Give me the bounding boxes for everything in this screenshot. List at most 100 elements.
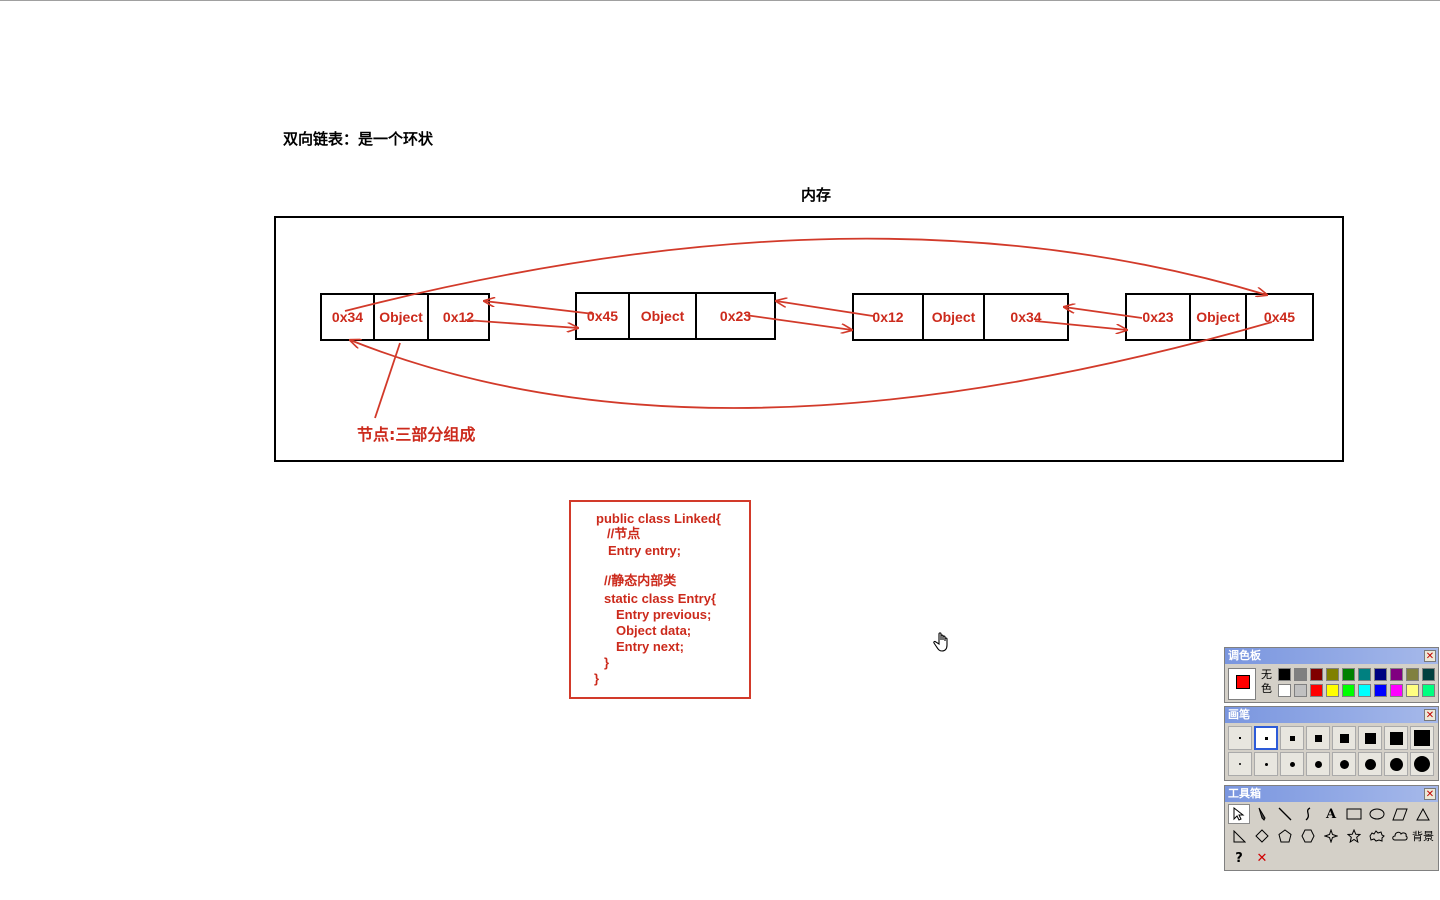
palette-titlebar[interactable]: 调色板 ✕: [1225, 648, 1438, 664]
round-brush-button[interactable]: [1384, 752, 1408, 776]
arrow-2-to-3: [744, 314, 852, 330]
current-color-well[interactable]: [1228, 668, 1256, 700]
parallelogram-tool-icon[interactable]: [1389, 804, 1411, 824]
star-tool-icon[interactable]: [1343, 826, 1365, 846]
code-line: Entry next;: [616, 639, 684, 654]
round-brush-tip-icon: [1364, 758, 1376, 770]
burst-tool-icon[interactable]: [1366, 826, 1388, 846]
code-line: Entry previous;: [616, 607, 712, 622]
palette-close-button[interactable]: ✕: [1424, 650, 1436, 662]
color-swatch[interactable]: [1278, 668, 1291, 681]
color-swatch[interactable]: [1390, 684, 1403, 697]
delete-icon[interactable]: ✕: [1256, 850, 1268, 866]
round-brush-button[interactable]: [1254, 752, 1278, 776]
no-color-button[interactable]: 无色: [1261, 668, 1272, 695]
node-data-field: Object: [1189, 295, 1245, 339]
square-brush-button[interactable]: [1280, 726, 1304, 750]
list-node-2: 0x45 Object 0x23: [575, 292, 776, 340]
round-brush-tip-icon: [1339, 759, 1349, 769]
ellipse-tool-icon[interactable]: [1366, 804, 1388, 824]
node-data-field: Object: [922, 295, 983, 339]
pentagon-tool-icon[interactable]: [1274, 826, 1296, 846]
square-brush-button[interactable]: [1254, 726, 1278, 750]
color-swatch[interactable]: [1374, 668, 1387, 681]
code-line: static class Entry{: [604, 591, 717, 606]
text-tool-icon[interactable]: A: [1325, 806, 1337, 822]
triangle-tool-icon[interactable]: [1412, 804, 1434, 824]
rectangle-tool-icon[interactable]: [1343, 804, 1365, 824]
round-brush-button[interactable]: [1332, 752, 1356, 776]
brush-close-button[interactable]: ✕: [1424, 709, 1436, 721]
square-brush-button[interactable]: [1410, 726, 1434, 750]
diamond-tool-icon[interactable]: [1251, 826, 1273, 846]
arrow-4-to-3: [1064, 307, 1143, 319]
top-border: [0, 0, 1440, 1]
toolbox-title: 工具箱: [1228, 787, 1261, 800]
select-tool-icon[interactable]: [1228, 804, 1250, 824]
color-swatch[interactable]: [1390, 668, 1403, 681]
square-brush-button[interactable]: [1384, 726, 1408, 750]
node-prev-field: 0x34: [331, 309, 364, 325]
pen-tool-icon[interactable]: [1251, 804, 1273, 824]
color-swatch[interactable]: [1374, 684, 1387, 697]
round-brush-tip-icon: [1264, 762, 1268, 766]
brush-titlebar[interactable]: 画笔 ✕: [1225, 707, 1438, 723]
square-brush-button[interactable]: [1332, 726, 1356, 750]
color-swatch[interactable]: [1358, 668, 1371, 681]
code-line: }: [594, 671, 600, 686]
node-next-field: 0x45: [1245, 295, 1312, 339]
round-brush-tip-icon: [1239, 763, 1241, 765]
code-comment: //节点: [607, 526, 641, 541]
color-swatch[interactable]: [1294, 684, 1307, 697]
node-data-field: Object: [628, 294, 695, 338]
color-swatch[interactable]: [1310, 668, 1323, 681]
square-brush-tip-icon: [1389, 731, 1403, 745]
square-brush-button[interactable]: [1358, 726, 1382, 750]
line-tool-icon[interactable]: [1274, 804, 1296, 824]
color-swatch[interactable]: [1326, 668, 1339, 681]
round-brush-button[interactable]: [1358, 752, 1382, 776]
color-swatch[interactable]: [1422, 668, 1435, 681]
code-box: public class Linked{ //节点 Entry entry; /…: [569, 500, 751, 699]
round-brush-button[interactable]: [1410, 752, 1434, 776]
round-brush-button[interactable]: [1280, 752, 1304, 776]
hexagon-tool-icon[interactable]: [1297, 826, 1319, 846]
color-swatch[interactable]: [1294, 668, 1307, 681]
square-brush-button[interactable]: [1306, 726, 1330, 750]
four-point-star-tool-icon[interactable]: [1320, 826, 1342, 846]
help-icon[interactable]: ?: [1235, 850, 1243, 866]
curve-tool-icon[interactable]: [1297, 804, 1319, 824]
color-swatch[interactable]: [1326, 684, 1339, 697]
arrow-1-to-2: [464, 319, 578, 328]
round-brush-button[interactable]: [1306, 752, 1330, 776]
color-swatch[interactable]: [1422, 684, 1435, 697]
memory-label: 内存: [801, 186, 832, 204]
code-comment: //静态内部类: [604, 573, 677, 588]
code-line: Object data;: [616, 623, 692, 638]
color-swatch[interactable]: [1406, 684, 1419, 697]
toolbox-titlebar[interactable]: 工具箱 ✕: [1225, 786, 1438, 802]
color-swatch[interactable]: [1278, 684, 1291, 697]
list-node-1: 0x34 Object 0x12: [320, 293, 490, 341]
square-brush-button[interactable]: [1228, 726, 1252, 750]
right-triangle-tool-icon[interactable]: [1228, 826, 1250, 846]
toolbox-close-button[interactable]: ✕: [1424, 788, 1436, 800]
round-brush-button[interactable]: [1228, 752, 1252, 776]
list-node-4: 0x23 Object 0x45: [1125, 293, 1314, 341]
color-swatch[interactable]: [1342, 684, 1355, 697]
brush-title: 画笔: [1228, 708, 1250, 721]
cloud-tool-icon[interactable]: [1389, 826, 1411, 846]
square-brush-tip-icon: [1239, 737, 1241, 739]
background-tool-button[interactable]: 背景: [1412, 830, 1434, 843]
arrow-2-to-1: [484, 301, 595, 315]
color-swatch[interactable]: [1342, 668, 1355, 681]
color-swatch[interactable]: [1406, 668, 1419, 681]
round-brush-tip-icon: [1314, 760, 1322, 768]
arrow-loop-top: [344, 237, 1267, 312]
arrow-loop-bottom: [350, 321, 1273, 409]
color-swatch[interactable]: [1358, 684, 1371, 697]
hand-cursor-icon: [933, 632, 948, 652]
toolbox-panel: 工具箱 ✕ A 背景 ? ✕: [1224, 785, 1439, 871]
color-swatch[interactable]: [1310, 684, 1323, 697]
square-brush-tip-icon: [1264, 736, 1268, 740]
